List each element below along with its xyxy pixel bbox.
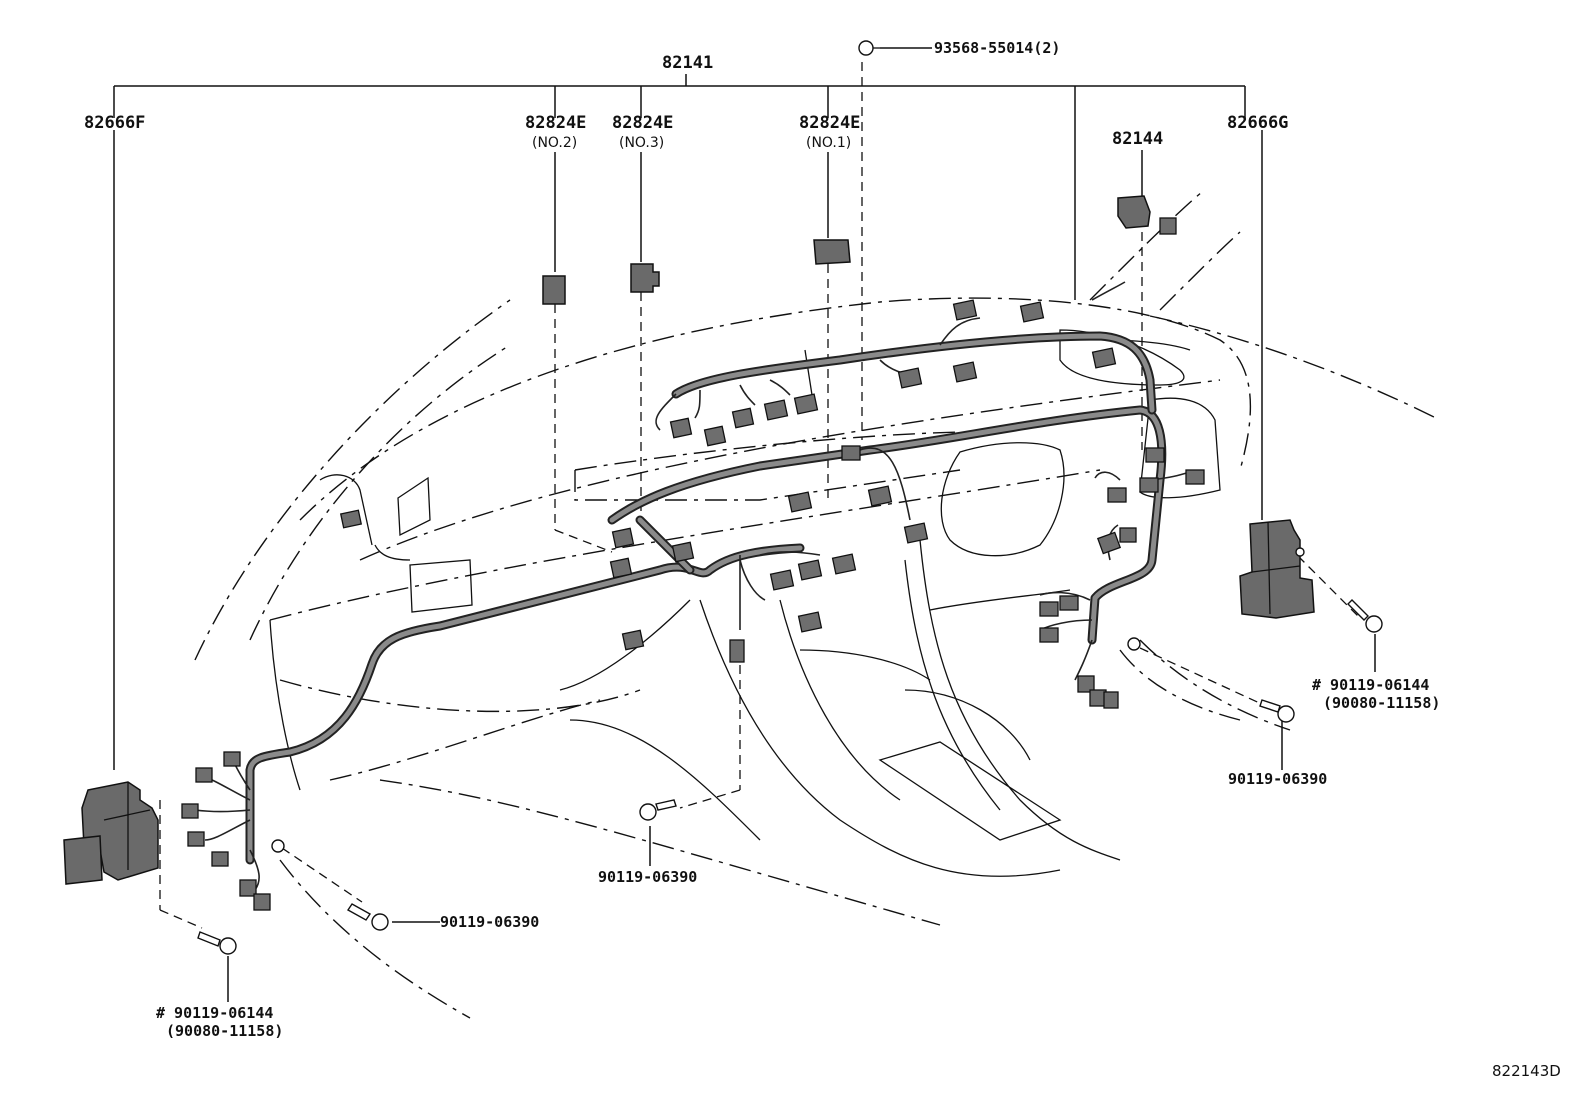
label-bolt-left-b: # 90119-06144 xyxy=(156,1004,273,1022)
bolt-right-a-icon xyxy=(1347,599,1383,633)
wire-branches xyxy=(194,281,1191,891)
bolt-left-a-icon xyxy=(346,903,389,931)
label-bolt-right-a-alt: (90080-11158) xyxy=(1323,694,1440,712)
leader-lines xyxy=(113,47,1376,1002)
label-bolt-left-a: 90119-06390 xyxy=(440,913,539,931)
relay-no2-icon xyxy=(542,275,566,305)
label-relay-no1-sub: (NO.1) xyxy=(806,135,851,151)
dashboard-details xyxy=(269,329,1221,877)
label-block-left: 82666F xyxy=(84,113,145,133)
part-labels: 82141 93568-55014(2) 82666F 82666G 82824… xyxy=(84,39,1440,1040)
screw-top-icon xyxy=(858,40,880,56)
bolt-center-icon xyxy=(639,799,677,821)
label-sensor: 82144 xyxy=(1112,129,1163,149)
bolts xyxy=(197,40,1383,955)
relay-no3-icon xyxy=(630,263,660,293)
sensor-icon xyxy=(1117,195,1151,229)
diagram-code: 822143D xyxy=(1492,1062,1561,1080)
harness-runs xyxy=(245,331,1167,865)
bolt-right-b-icon xyxy=(1259,699,1295,723)
relays xyxy=(542,195,1177,305)
label-bolt-right-a: # 90119-06144 xyxy=(1312,676,1429,694)
bolt-left-b-icon xyxy=(197,931,237,955)
label-bolt-left-b-alt: (90080-11158) xyxy=(166,1022,283,1040)
junction-block-right xyxy=(1239,519,1315,619)
label-bolt-right-b: 90119-06390 xyxy=(1228,770,1327,788)
label-relay-no1: 82824E xyxy=(799,113,860,133)
label-harness: 82141 xyxy=(662,53,713,73)
dashboard-outline xyxy=(194,191,1441,1019)
junction-block-left xyxy=(63,781,159,885)
label-relay-no3: 82824E xyxy=(612,113,673,133)
label-relay-no3-sub: (NO.3) xyxy=(619,135,664,151)
label-bolt-center: 90119-06390 xyxy=(598,868,697,886)
label-block-right: 82666G xyxy=(1227,113,1288,133)
label-relay-no2-sub: (NO.2) xyxy=(532,135,577,151)
label-screw-top: 93568-55014(2) xyxy=(934,39,1060,57)
label-relay-no2: 82824E xyxy=(525,113,586,133)
connectors xyxy=(181,299,1205,911)
relay-no1-icon xyxy=(813,239,851,265)
